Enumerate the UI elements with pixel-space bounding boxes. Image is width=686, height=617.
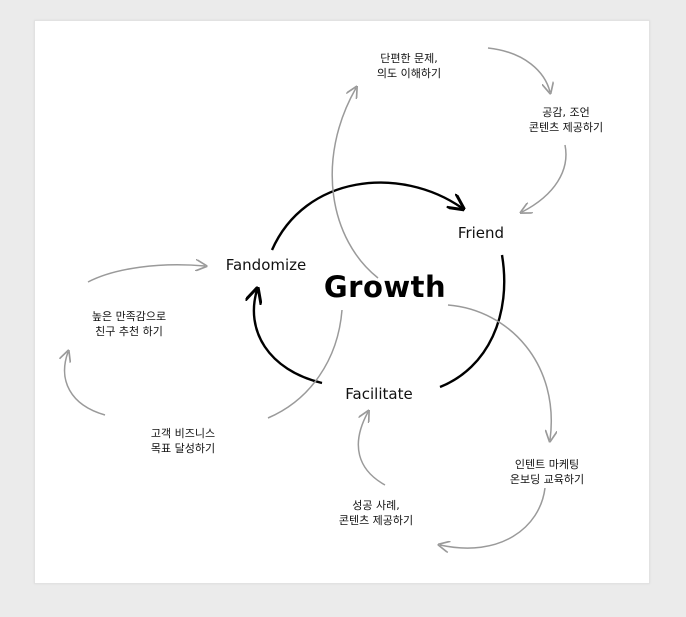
node-friend: Friend [451,223,511,243]
node-facilitate: Facilitate [339,384,419,404]
annotation-top-right-line-1: 공감, 조언 [542,106,590,119]
arrow-fandomize-to-friend [270,181,462,251]
arrow-facilitate-to-fandomize [254,290,323,385]
growth-label: Growth [323,270,447,304]
annotation-left: 높은 만족감으로 친구 추천 하기 [88,308,170,340]
annotation-top-line-1: 단편한 문제, [380,52,438,65]
main-cycle [254,181,506,389]
annotation-bottom-center-line-1: 성공 사례, [352,499,400,512]
annotation-bottom-left: 고객 비즈니스 목표 달성하기 [147,425,219,457]
annotation-bottom-right-line-1: 인텐트 마케팅 [514,458,580,471]
node-fandomize: Fandomize [219,255,313,275]
annotation-top: 단편한 문제, 의도 이해하기 [373,50,445,82]
annotation-bottom-right-line-2: 온보딩 교육하기 [509,473,585,486]
arrow-friend-to-facilitate [439,254,506,389]
annotation-top-right: 공감, 조언 콘텐츠 제공하기 [525,104,607,136]
annotation-bottom-center: 성공 사례, 콘텐츠 제공하기 [335,497,417,529]
outer-cycle [65,47,567,548]
arrow-bottom-right-to-bottom-center [440,487,546,548]
arm-center-to-bottom-right [447,304,551,440]
annotation-bottom-left-line-1: 고객 비즈니스 [150,427,216,440]
arm-center-to-top [331,88,379,279]
arm-center-to-bottom-left [267,309,343,419]
arrow-bottom-center-to-facilitate [357,412,386,486]
annotation-top-right-line-2: 콘텐츠 제공하기 [528,121,604,134]
annotation-top-line-2: 의도 이해하기 [376,67,442,80]
arrow-top-right-to-friend [522,144,567,212]
annotation-bottom-center-line-2: 콘텐츠 제공하기 [338,514,414,527]
annotation-left-line-2: 친구 추천 하기 [95,325,163,338]
annotation-bottom-right: 인텐트 마케팅 온보딩 교육하기 [506,456,588,488]
arrow-bottom-left-to-left [65,352,106,416]
annotation-left-line-1: 높은 만족감으로 [91,310,167,323]
arrow-top-to-top-right [487,47,550,92]
annotation-bottom-left-line-2: 목표 달성하기 [150,442,216,455]
arrow-left-to-fandomize [87,265,205,283]
